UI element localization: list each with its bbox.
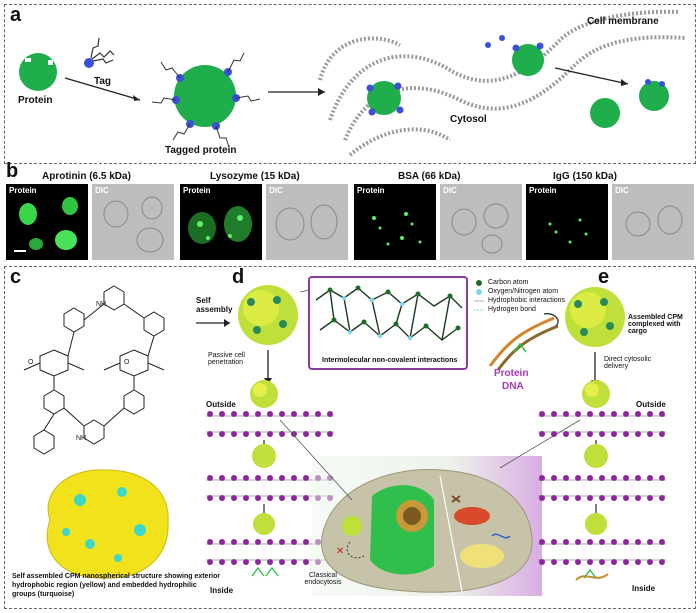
legend-hydrogen-bond: Hydrogen bond [488, 306, 536, 313]
inside-label-e: Inside [632, 584, 656, 593]
interaction-legend-keys [474, 280, 484, 311]
tag-molecule [84, 37, 115, 68]
svg-text:NH: NH [96, 301, 106, 308]
svg-text:✕: ✕ [336, 546, 344, 557]
lysozyme-dic-image: DIC [266, 184, 348, 260]
lysozyme-fluorescence-image: Protein [180, 184, 262, 260]
tile-label: Protein [357, 186, 385, 195]
tile-label: DIC [615, 186, 629, 195]
bsa-fluorescence-image: Protein [354, 184, 436, 260]
membrane-stack-e [538, 380, 666, 581]
molecular-network [315, 285, 463, 341]
tile-label: DIC [443, 186, 457, 195]
cpm-particle [250, 380, 278, 408]
legend-carbon: Carbon atom [488, 279, 529, 286]
passive-penetration-label: Passive cell penetration [208, 352, 245, 366]
tile-label: DIC [269, 186, 283, 195]
igg-fluorescence-image: Protein [526, 184, 608, 260]
panel-d-label: d [232, 266, 245, 288]
self-assembly-arrow [196, 319, 230, 327]
tile-label: Protein [183, 186, 211, 195]
dna-protein-cargo [488, 313, 559, 371]
aprotinin-fluorescence-image: Protein [6, 184, 88, 260]
direct-delivery-label: Direct cytosolic delivery [604, 356, 652, 370]
panel-cde [4, 266, 696, 609]
svg-text:O: O [124, 359, 130, 366]
panel-a [4, 4, 696, 164]
cargo-dna-label: DNA [502, 381, 524, 392]
svg-text:O: O [28, 359, 34, 366]
intermolecular-label: Intermolecular non-covalent interactions [322, 357, 458, 364]
cargo-protein-label: Protein [494, 368, 529, 379]
legend-hydrophobic: Hydrophobic interactions [488, 297, 566, 304]
bsa-dic-image: DIC [440, 184, 522, 260]
protein-label: Protein [18, 95, 53, 106]
tag-label: Tag [94, 76, 112, 87]
tile-label: Protein [9, 186, 37, 195]
cell-membrane-label: Cell membrane [587, 16, 659, 27]
legend-oxygen-nitrogen: Oxygen/Nitrogen atom [488, 288, 559, 295]
svg-text:NH: NH [76, 435, 86, 442]
cell-illustration: ✕ [312, 456, 542, 596]
cytosol-label: Cytosol [450, 114, 487, 125]
lysozyme-title: Lysozyme (15 kDa) [210, 171, 300, 182]
panel-b-label: b [6, 160, 19, 182]
tagged-protein-blob [151, 52, 261, 148]
outside-label-d: Outside [206, 400, 236, 409]
tagged-protein-label: Tagged protein [165, 145, 237, 156]
panel-a-label: a [10, 4, 22, 26]
bsa-title: BSA (66 kDa) [398, 171, 461, 182]
cpm-cluster-top [238, 285, 298, 345]
igg-title: IgG (150 kDa) [553, 171, 617, 182]
panel-e-label: e [598, 266, 610, 288]
panel-a-illustration [19, 9, 686, 157]
panel-c-label: c [10, 266, 22, 288]
classical-endocytosis-label: Classical endocytosis [304, 572, 342, 586]
aprotinin-title: Aprotinin (6.5 kDa) [42, 171, 131, 182]
cpm-cargo-cluster [565, 287, 625, 347]
inside-label-d: Inside [210, 586, 234, 595]
cpm-chemical-structure: NH O O NH [23, 285, 165, 455]
tile-label: DIC [95, 186, 109, 195]
self-assembly-label: Self assembly [196, 296, 233, 314]
tile-label: Protein [529, 186, 557, 195]
protein-blob [19, 53, 57, 91]
cpm-nanosphere [46, 469, 169, 579]
igg-dic-image: DIC [612, 184, 694, 260]
aprotinin-dic-image: DIC [92, 184, 174, 260]
cpm-caption: Self assembled CPM nanospherical structu… [12, 573, 221, 598]
outside-label-e: Outside [636, 400, 666, 409]
assembled-cpm-label: Assembled CPM complexed with cargo [628, 314, 683, 335]
